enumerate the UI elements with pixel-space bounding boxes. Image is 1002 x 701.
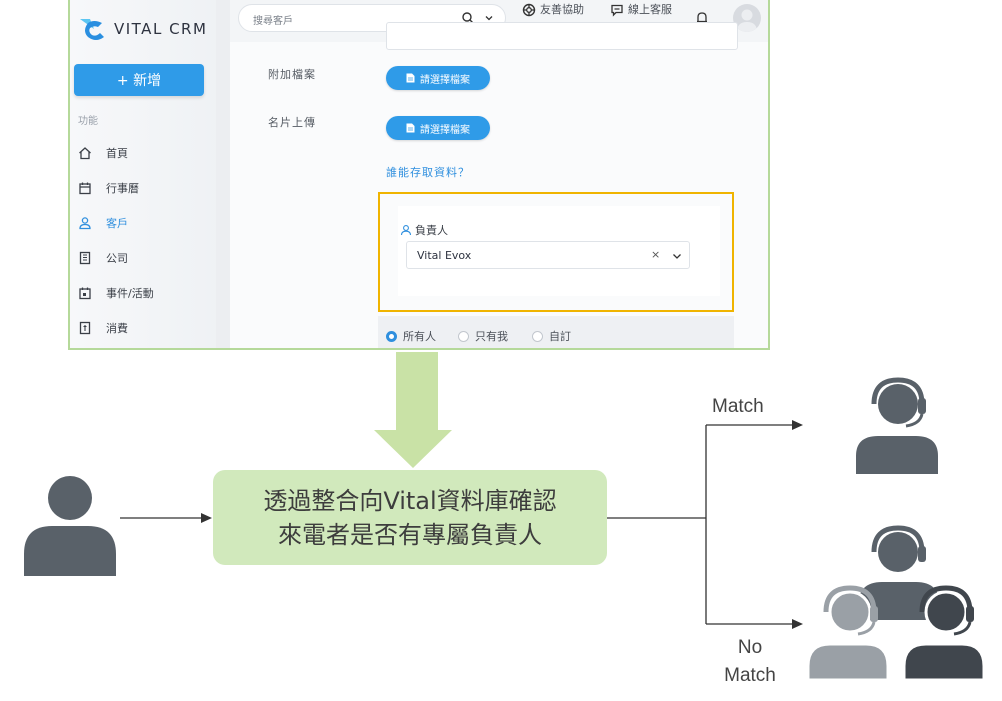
owner-label: 負責人 [400, 222, 448, 238]
vital-logo-icon [80, 19, 104, 40]
sidebar-item-customers[interactable]: 客戶 [78, 213, 128, 233]
caller-person-icon [24, 476, 116, 576]
radio-label: 只有我 [475, 330, 508, 343]
nomatch-label-line1: No [737, 637, 763, 658]
sidebar-item-purchases[interactable]: 消費 [78, 318, 128, 338]
radio-label: 自訂 [549, 330, 571, 343]
sidebar-item-company[interactable]: 公司 [78, 248, 128, 268]
owner-panel: 負責人 Vital Evox × [398, 206, 720, 296]
calendar-icon [79, 182, 91, 195]
help-link[interactable]: 友善協助 [522, 2, 588, 17]
sidebar-item-events[interactable]: 事件/活動 [78, 283, 154, 303]
nomatch-arrowhead [792, 619, 803, 629]
users-icon [79, 217, 91, 230]
user-icon [400, 225, 412, 236]
radio-unselected-icon [532, 330, 543, 342]
crm-screenshot: VITAL CRM + 新增 功能 首頁 行事曆 客戶 公司 事件/活動 消費 [68, 0, 770, 350]
attachment-label: 附加檔案 [268, 68, 316, 81]
file-icon [406, 73, 415, 83]
sidebar-item-home[interactable]: 首頁 [78, 143, 128, 163]
left-agent-icon [806, 585, 890, 682]
lifebuoy-icon [522, 3, 536, 17]
down-arrow [374, 352, 452, 468]
file-button-label: 請選擇檔案 [420, 74, 470, 86]
home-icon [79, 147, 91, 160]
sidebar: VITAL CRM + 新增 功能 首頁 行事曆 客戶 公司 事件/活動 消費 [70, 0, 232, 348]
match-arrowhead [792, 420, 803, 430]
building-icon [79, 251, 91, 265]
access-radio-group: 所有人 只有我 自訂 [378, 316, 734, 348]
chevron-down-icon[interactable] [483, 12, 495, 24]
agent-group-icon [806, 525, 986, 682]
event-icon [79, 287, 91, 300]
attachment-file-button[interactable]: 請選擇檔案 [386, 66, 490, 90]
add-new-button[interactable]: + 新增 [74, 64, 204, 96]
right-agent-icon [902, 585, 986, 682]
sidebar-item-label: 消費 [106, 322, 128, 335]
sidebar-item-label: 客戶 [106, 217, 128, 230]
radio-only-me[interactable]: 只有我 [458, 328, 508, 344]
access-permission-link[interactable]: 誰能存取資料？ [386, 166, 470, 179]
caller-arrowhead [201, 513, 212, 523]
sidebar-item-label: 行事曆 [106, 182, 139, 195]
user-avatar-icon [737, 9, 757, 32]
radio-selected-icon [386, 330, 397, 342]
clear-icon[interactable]: × [651, 248, 661, 261]
logo: VITAL CRM [78, 14, 207, 44]
business-card-file-button[interactable]: 請選擇檔案 [386, 116, 490, 140]
dedicated-agent-icon [856, 377, 938, 474]
radio-everyone[interactable]: 所有人 [386, 328, 436, 344]
sidebar-item-calendar[interactable]: 行事曆 [78, 178, 139, 198]
owner-select[interactable]: Vital Evox × [406, 241, 690, 269]
live-support-link[interactable]: 線上客服 [610, 2, 676, 17]
sidebar-item-label: 首頁 [106, 147, 128, 160]
sidebar-item-label: 事件/活動 [106, 287, 154, 300]
chevron-down-icon[interactable] [671, 250, 683, 262]
live-support-label: 線上客服 [628, 3, 672, 16]
match-label: Match [712, 396, 764, 417]
sidebar-gutter [216, 0, 232, 348]
search-placeholder: 搜尋客戶 [253, 16, 293, 27]
radio-unselected-icon [458, 330, 469, 342]
form-content: 附加檔案 請選擇檔案 名片上傳 請選擇檔案 誰能存取資料？ 負責人 Vital … [230, 22, 768, 348]
radio-label: 所有人 [403, 330, 436, 343]
nomatch-label: No Match [712, 634, 788, 690]
process-text-line2: 來電者是否有專屬負責人 [278, 520, 542, 549]
file-button-label: 請選擇檔案 [420, 124, 470, 136]
logo-text: VITAL CRM [114, 20, 208, 38]
chat-icon [611, 4, 623, 17]
owner-label-text: 負責人 [415, 224, 448, 237]
radio-custom[interactable]: 自訂 [532, 328, 571, 344]
file-icon [406, 123, 415, 133]
nomatch-label-line2: Match [724, 665, 776, 686]
receipt-icon [79, 321, 91, 335]
sidebar-item-label: 公司 [106, 252, 128, 265]
business-card-label: 名片上傳 [268, 116, 316, 129]
process-text-line1: 透過整合向Vital資料庫確認 [263, 486, 557, 515]
nav-section-label: 功能 [78, 116, 98, 127]
process-box: 透過整合向Vital資料庫確認 來電者是否有專屬負責人 [213, 470, 607, 565]
owner-highlight-box: 負責人 Vital Evox × [378, 192, 734, 312]
help-label: 友善協助 [540, 3, 584, 16]
previous-field-input[interactable] [386, 22, 738, 50]
back-agent-icon [858, 525, 940, 620]
owner-value: Vital Evox [417, 249, 472, 262]
